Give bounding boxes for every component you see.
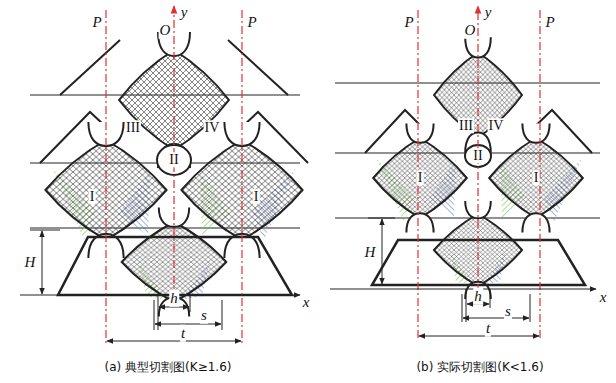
origin-label: O bbox=[159, 22, 172, 39]
sub-caption: (a) 典型切割图(K≥1.6) bbox=[104, 361, 233, 374]
axis-label: x bbox=[302, 294, 311, 311]
region-number: I bbox=[253, 189, 260, 204]
dimension-label: s bbox=[504, 303, 512, 320]
dimension-label: H bbox=[364, 244, 377, 261]
panel-a bbox=[20, 6, 308, 345]
axis-label: y bbox=[484, 4, 493, 21]
region-number: II bbox=[472, 148, 483, 163]
region-number: I bbox=[417, 170, 424, 185]
line-name: P bbox=[403, 14, 414, 31]
panel-b bbox=[330, 6, 600, 340]
sheet-trapezoid bbox=[372, 240, 585, 285]
dimension-label: t bbox=[180, 325, 186, 342]
x-axis bbox=[20, 295, 300, 296]
region-number: I bbox=[89, 189, 96, 204]
line-name: P bbox=[91, 14, 102, 31]
region-number: II bbox=[168, 152, 179, 167]
line-name: P bbox=[246, 14, 257, 31]
region-number: IV bbox=[488, 118, 505, 133]
region-number: III bbox=[458, 118, 474, 133]
region-number: I bbox=[533, 170, 540, 185]
region-number: III bbox=[125, 120, 141, 135]
origin-label: O bbox=[464, 22, 477, 39]
dimension-label: H bbox=[24, 254, 37, 271]
sub-caption: (b) 实际切割图(K<1.6) bbox=[415, 361, 544, 374]
dimension-label: s bbox=[200, 307, 208, 324]
dimension-lines bbox=[30, 230, 241, 341]
center-lines bbox=[106, 6, 242, 345]
center-lines bbox=[418, 6, 540, 340]
region-number: IV bbox=[204, 120, 221, 135]
dimension-label: h bbox=[169, 290, 179, 307]
x-axis bbox=[330, 289, 596, 290]
sheet-trapezoid bbox=[58, 237, 292, 295]
axis-label: x bbox=[599, 289, 608, 306]
dimension-lines bbox=[368, 218, 539, 336]
line-name: P bbox=[544, 14, 555, 31]
dimension-label: t bbox=[485, 320, 491, 337]
axis-label: y bbox=[180, 4, 189, 21]
dimension-label: h bbox=[473, 288, 483, 305]
